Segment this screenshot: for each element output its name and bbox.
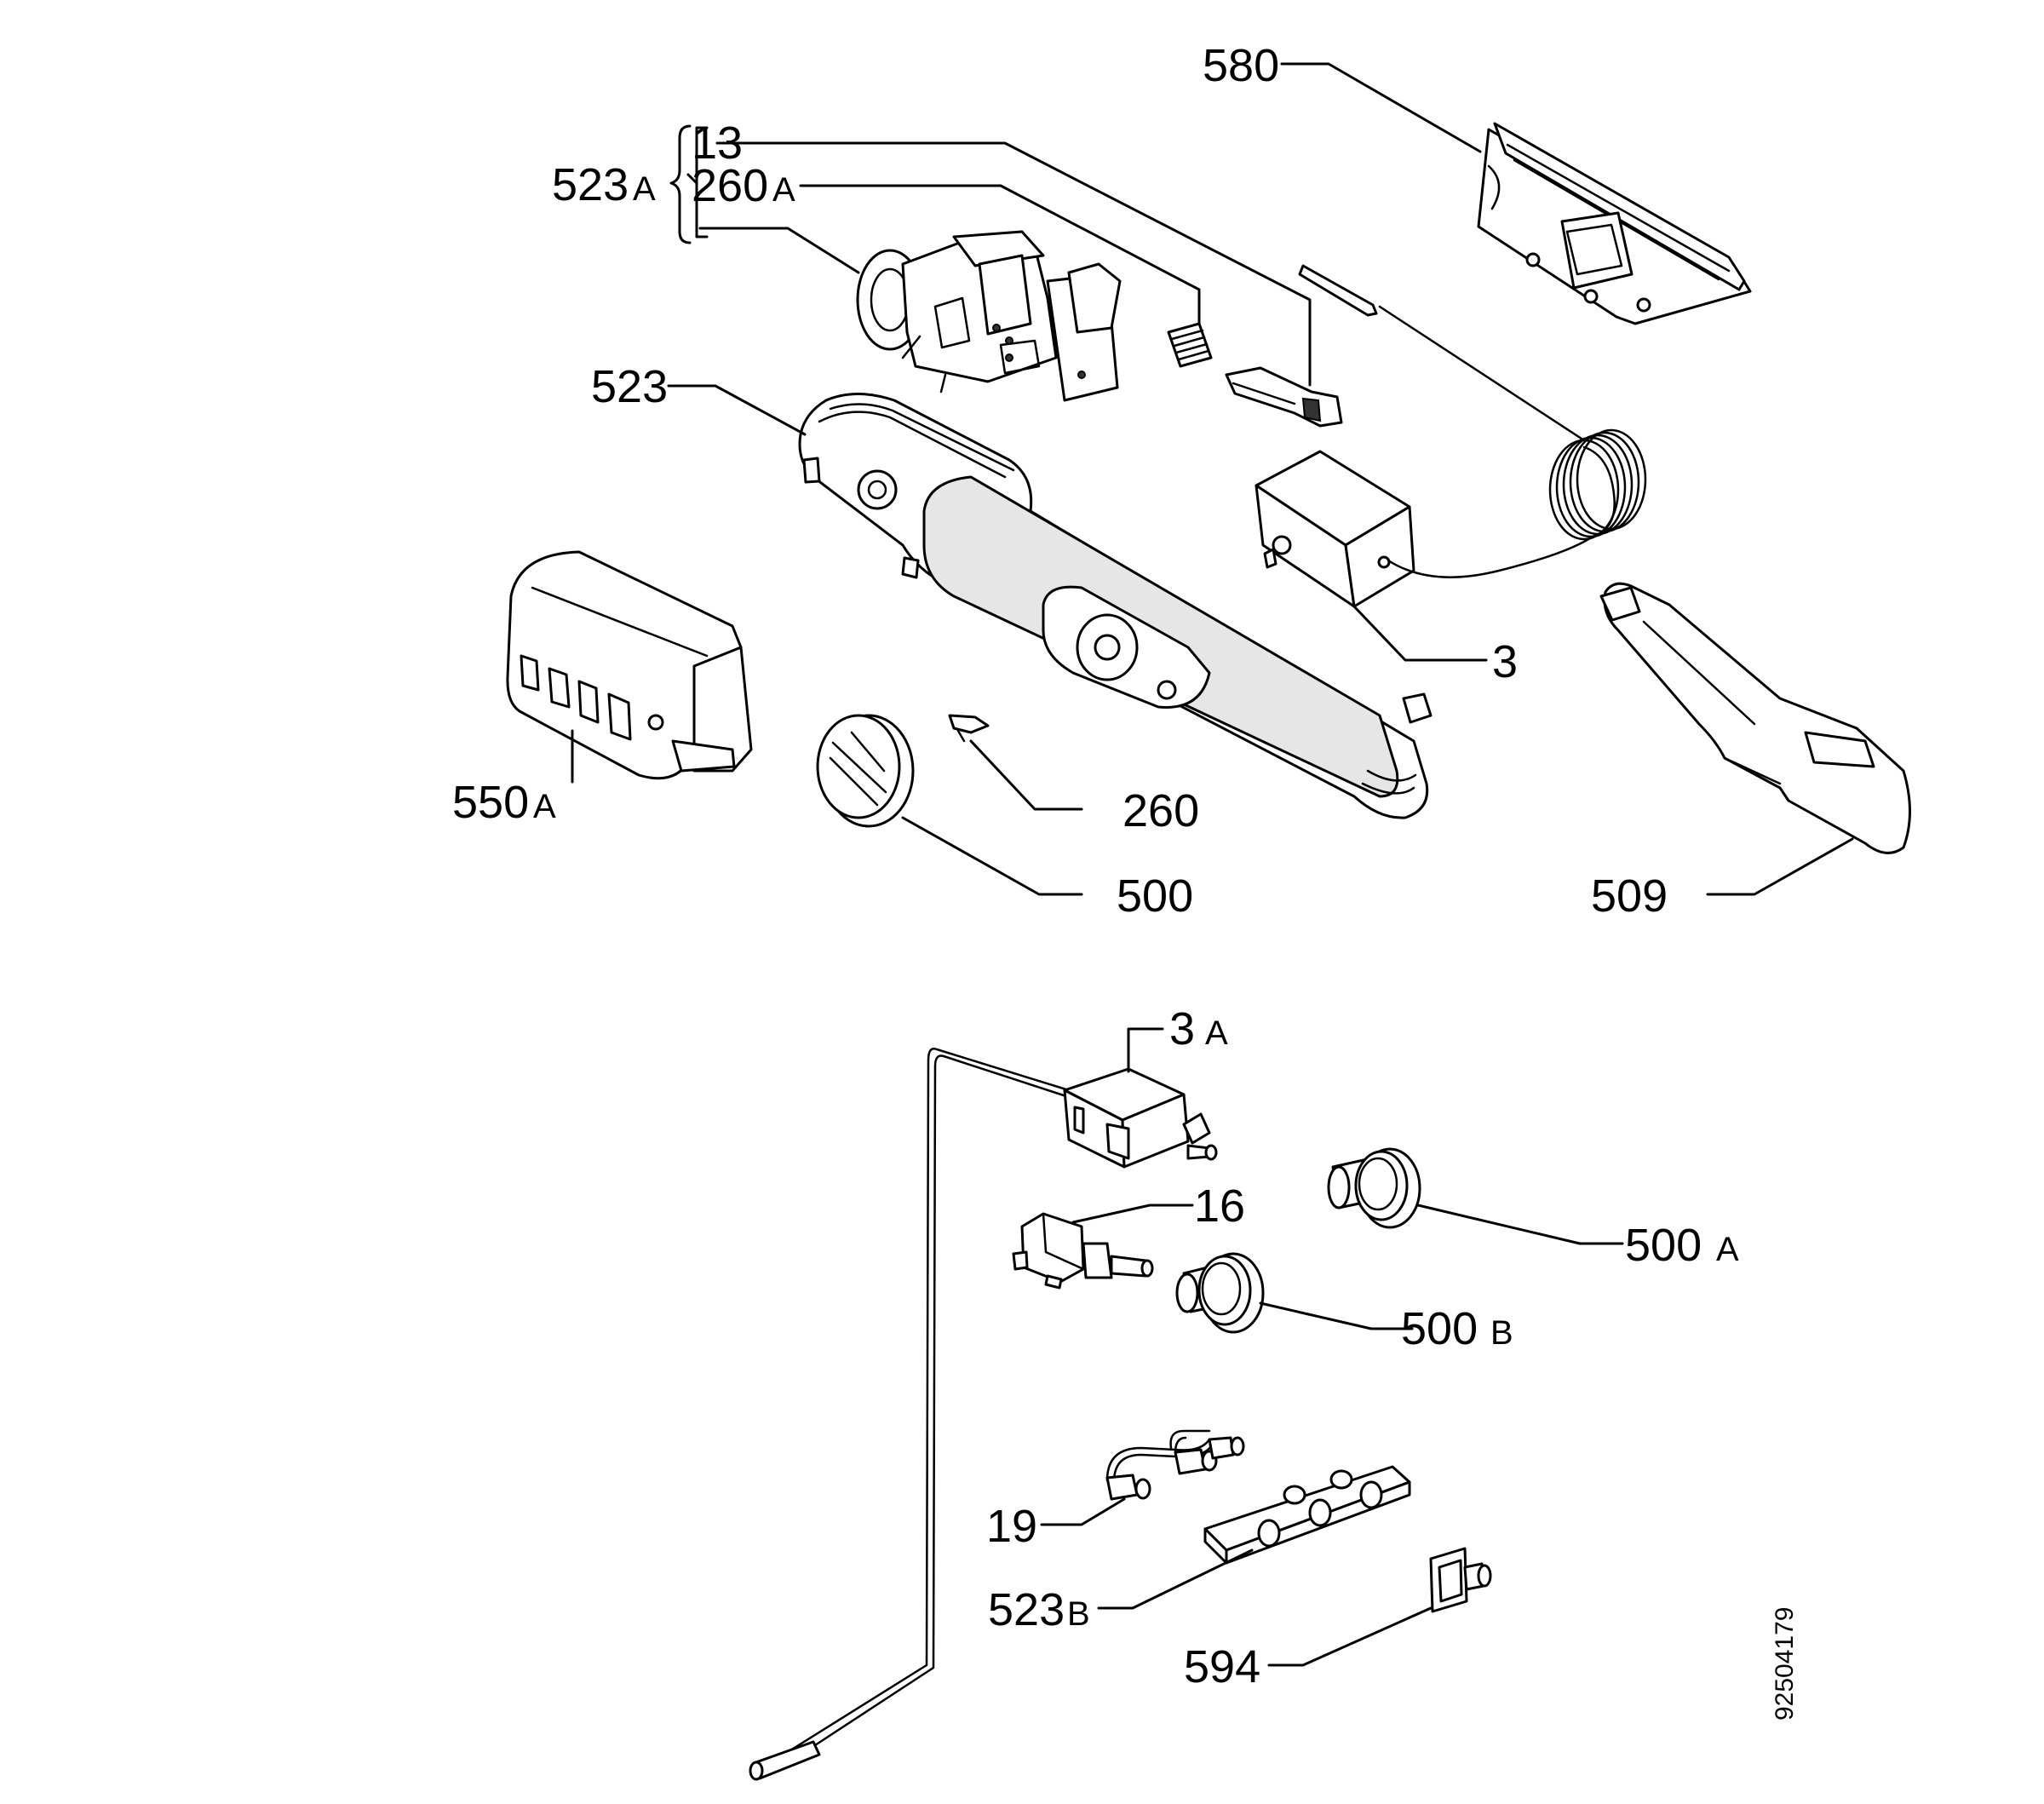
callout-509: 509 [1591, 870, 1668, 922]
callout-550A: 550 [452, 777, 529, 828]
callout-3A: 3 [1169, 1003, 1195, 1054]
part-580-bracket [1477, 122, 1752, 325]
part-550A-cover [506, 550, 753, 780]
part-523A-switch-assembly [856, 230, 1122, 402]
part-13-slider [1225, 366, 1343, 428]
callout-19: 19 [986, 1501, 1037, 1552]
part-500B-knob [1175, 1252, 1265, 1334]
callout-3: 3 [1492, 636, 1518, 687]
callout-16: 16 [1194, 1181, 1245, 1232]
callouts: 580 523 A 13 260 A 523 3 550 A 260 500 5… [452, 40, 1799, 1721]
callout-523B: 523 [988, 1584, 1065, 1635]
callout-3A-suffix: A [1205, 1014, 1228, 1052]
callout-260A: 260 [692, 160, 768, 211]
part-523-control-housing [798, 393, 1433, 819]
callout-500A: 500 [1625, 1220, 1702, 1271]
callout-523A-suffix: A [633, 170, 656, 208]
callout-523A: 523 [552, 159, 629, 210]
part-16-switch [1012, 1212, 1154, 1290]
part-500-knob [816, 714, 915, 828]
part-3A-sensor-capillary [749, 1048, 1071, 1781]
part-523B-lamp-holder [1203, 1465, 1411, 1565]
callout-550A-suffix: A [533, 788, 556, 825]
document-number: 92504179 [1771, 1607, 1799, 1721]
part-500A-knob [1327, 1147, 1421, 1229]
callout-13: 13 [692, 118, 743, 169]
part-260-clip [948, 714, 990, 743]
callout-500A-suffix: A [1716, 1231, 1739, 1268]
callout-260A-suffix: A [772, 171, 795, 209]
part-19-lamps [1105, 1429, 1245, 1501]
callout-500B-suffix: B [1490, 1314, 1513, 1352]
part-260A-spring [1167, 322, 1213, 368]
bracket-523A [669, 124, 692, 244]
leader-lines [571, 62, 1854, 1667]
part-509-handle [1599, 582, 1911, 854]
callout-594: 594 [1184, 1641, 1260, 1692]
callout-260: 260 [1122, 785, 1199, 836]
part-594-button [1429, 1547, 1492, 1613]
part-3A-switch [1063, 1067, 1218, 1169]
callout-580: 580 [1203, 40, 1279, 91]
callout-500: 500 [1117, 870, 1193, 922]
callout-523: 523 [591, 361, 668, 412]
callout-523B-suffix: B [1067, 1595, 1090, 1633]
callout-500B: 500 [1401, 1303, 1478, 1354]
part-3-thermostat [1255, 264, 1647, 608]
